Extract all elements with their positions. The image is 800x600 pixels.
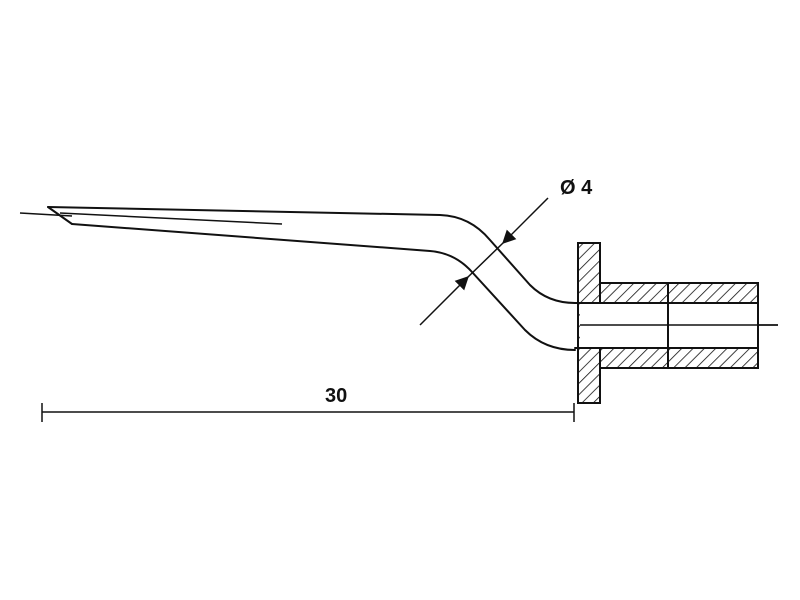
diameter-leader-upper <box>502 197 549 244</box>
diameter-leader-mid <box>467 242 504 278</box>
tube-lower-edge <box>71 223 576 351</box>
tube-bore-line <box>59 212 283 225</box>
diameter-leader-lower <box>419 276 469 326</box>
fitting-bottom-wall <box>599 347 759 369</box>
tube-upper-edge <box>47 206 576 304</box>
length-label: 30 <box>325 385 347 407</box>
fitting-top-wall <box>599 282 759 304</box>
tube-tip <box>47 206 73 225</box>
centerline-left <box>19 212 73 217</box>
diameter-label: Ø 4 <box>560 177 593 199</box>
